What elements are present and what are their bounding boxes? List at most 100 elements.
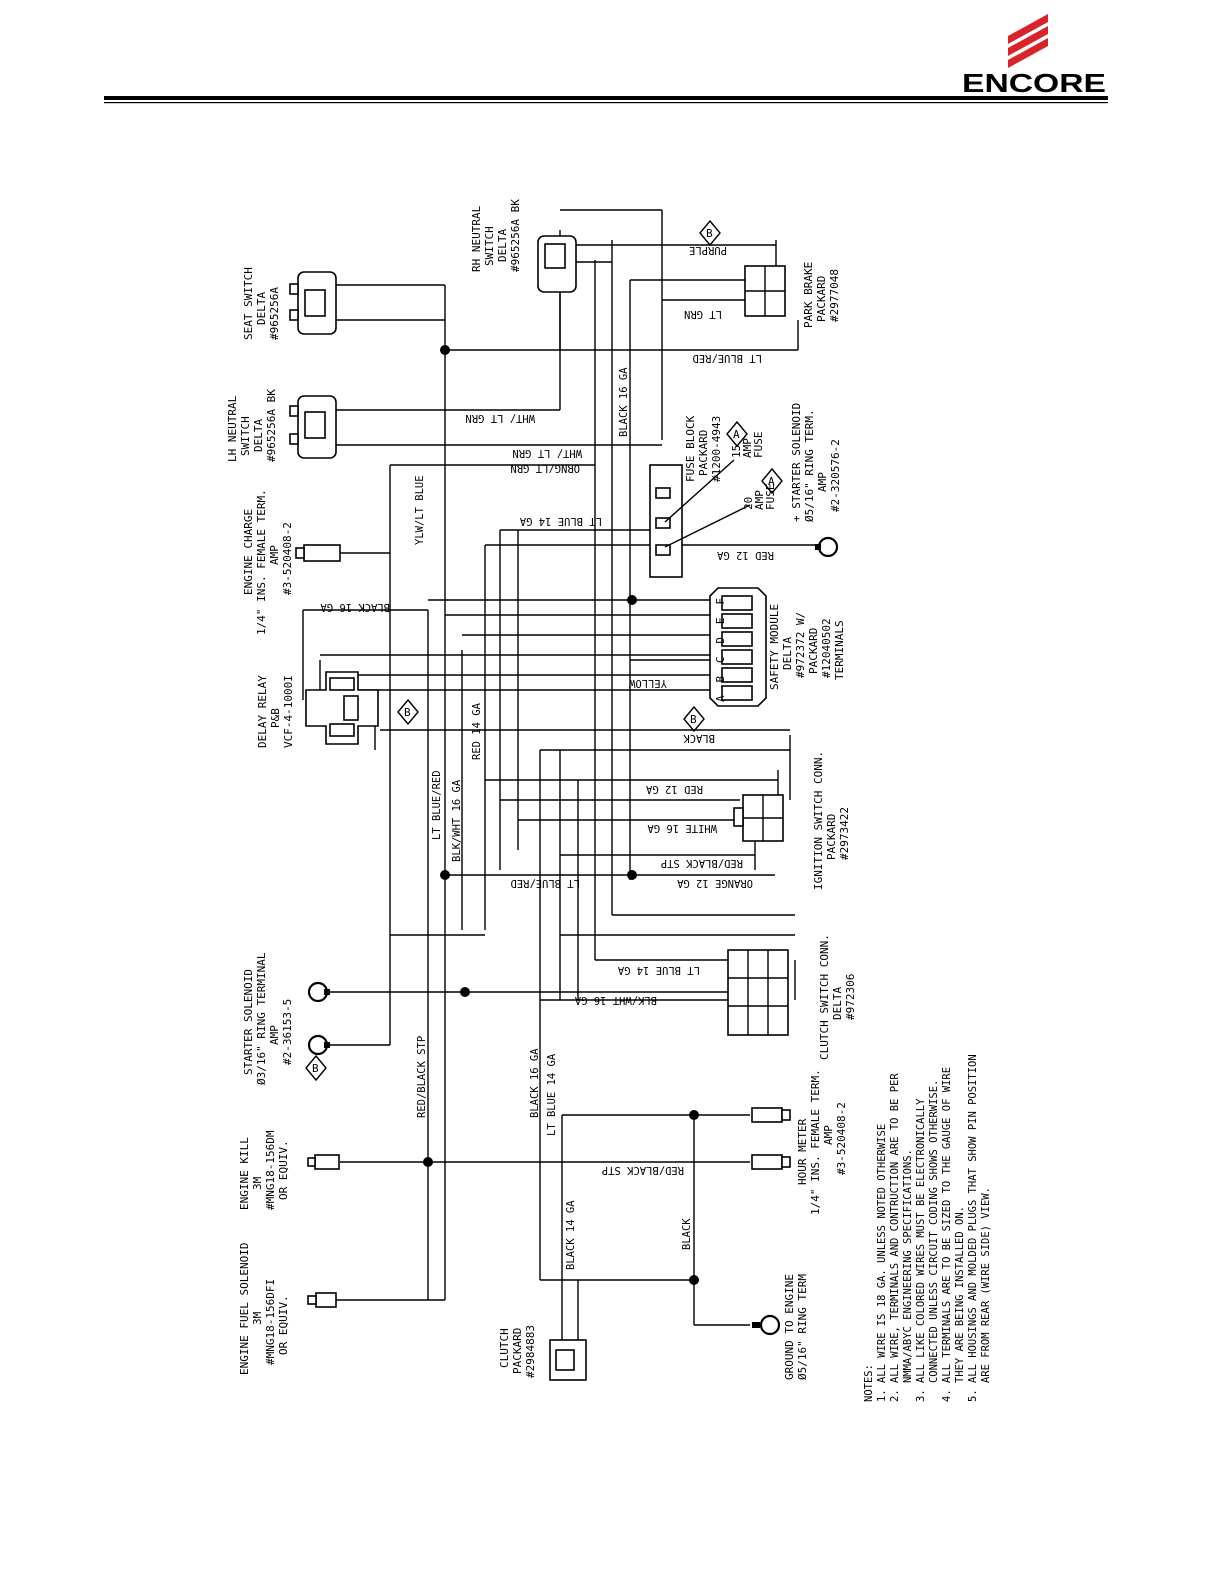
diagram-label: RED/BLACK STP [602, 1164, 684, 1176]
label-fuel-solenoid: ENGINE FUEL SOLENOID 3M #MNG18-156DFI OR… [238, 1243, 290, 1375]
marker-b-purple: B [699, 219, 721, 247]
marker-b-starter: B [305, 1054, 327, 1082]
seat-switch-connector [289, 271, 337, 335]
diagram-label: SEAT SWITCH [242, 267, 255, 340]
label-delay-relay: DELAY RELAY P&B VCF-4-1000I [256, 675, 295, 748]
diagram-label: #MNG18-156DFI [264, 1279, 277, 1365]
note-line: ARE FROM REAR (WIRE SIDE) VIEW. [980, 1187, 992, 1402]
diagram-label: DELTA [781, 637, 794, 670]
diagram-label: 3M [251, 1176, 264, 1190]
diagram-label: CLUTCH SWITCH CONN. [818, 934, 831, 1060]
diagram-label: HOUR METER [796, 1118, 809, 1185]
marker-a-15: A [726, 420, 748, 448]
diagram-label: RED/BLACK STP [416, 1036, 428, 1118]
diagram-label: SWITCH [239, 416, 252, 456]
diagram-label: LT BLUE/RED [431, 770, 443, 840]
marker-b-black: B [683, 705, 705, 733]
diagram-label: DELTA [252, 419, 265, 452]
engine-kill-terminal [307, 1154, 340, 1170]
logo-stripe-2 [1008, 26, 1048, 56]
diagram-label: #3-520408-2 [835, 1102, 848, 1175]
diagram-label: ENGINE KILL [238, 1137, 251, 1210]
diagram-label: ORANGE 12 GA [676, 877, 753, 889]
diagram-label: BLACK [681, 1218, 693, 1250]
label-park-brake: PARK BRAKE PACKARD #2977048 [802, 262, 841, 328]
encore-logo: ENCORE [962, 14, 1106, 98]
safety-module-connector [709, 587, 767, 707]
diagram-label: AMP [816, 472, 829, 492]
lh-neutral-switch-connector [289, 395, 337, 459]
diagram-label: #965256A [268, 287, 281, 340]
diagram-label: B [404, 706, 411, 719]
starter-solenoid-ring-terminals [307, 981, 330, 1056]
diagram-label: AMP [753, 490, 766, 510]
diagram-label: BLACK 16 GA [320, 601, 390, 613]
note-line: 2. ALL WIRE, TERMINALS AND CONTRUCTION A… [889, 1073, 901, 1402]
diagram-label: WHITE 16 GA [647, 822, 717, 834]
diagram-label: RED 14 GA [471, 702, 483, 760]
label-fuse-block: FUSE BLOCK PACKARD #1200-4943 [684, 415, 723, 482]
diagram-label: FUSE [764, 484, 777, 511]
diagram-label: + STARTER SOLENOID [790, 403, 803, 522]
diagram-label: 3M [251, 1311, 264, 1325]
diagram-label: #1200-4943 [710, 416, 723, 482]
diagram-label: CLUTCH [498, 1328, 511, 1368]
label-safety-pins: A B C D E F [714, 598, 727, 702]
diagram-label: AMP [268, 545, 281, 565]
diagram-label: #3-520408-2 [281, 522, 294, 595]
note-line: 4. ALL TERMINALS ARE TO BE SIZED TO THE … [941, 1067, 953, 1402]
diagram-label: BLK/WHT 16 GA [574, 994, 657, 1006]
label-clutch-switch: CLUTCH SWITCH CONN. DELTA #972306 [818, 934, 857, 1060]
diagram-label: LT BLUE 14 GA [519, 515, 602, 527]
clutch-connector [549, 1339, 587, 1381]
diagram-label: Ø5/16" RING TERM. [803, 409, 816, 522]
diagram-label: PARK BRAKE [802, 262, 815, 328]
diagram-label: #2-320576-2 [829, 439, 842, 512]
ignition-switch-connector [733, 794, 784, 842]
diagram-label: TERMINALS [833, 620, 846, 680]
diagram-label: #2-36153-5 [281, 999, 294, 1065]
diagram-label: 1/4" INS. FEMALE TERM. [255, 489, 268, 635]
diagram-label: YELLOW [628, 677, 667, 689]
diagram-label: DELTA [831, 987, 844, 1020]
diagram-label: YLW/LT BLUE [414, 475, 426, 545]
label-hour-meter: HOUR METER 1/4" INS. FEMALE TERM. AMP #3… [796, 1069, 848, 1215]
diagram-label: AMP [268, 1025, 281, 1045]
diagram-label: AMP [822, 1125, 835, 1145]
diagram-label: A [733, 428, 740, 441]
label-seat-switch: SEAT SWITCH DELTA #965256A [242, 267, 281, 340]
diagram-label: ENGINE CHARGE [242, 509, 255, 595]
label-safety-module: SAFETY MODULE DELTA #972372 W/ PACKARD #… [768, 604, 846, 690]
note-line: NMMA/ABYC ENGINEERING SPECIFICATIONS. [902, 1149, 914, 1402]
diagram-label: LT BLUE/RED [692, 352, 762, 364]
diagram-label: WHT/ LT GRN [512, 447, 582, 459]
diagram-label: STARTER SOLENOID [242, 969, 255, 1075]
diagram-label: PACKARD [807, 628, 820, 674]
wire-labels: PURPLE LT GRN LT BLUE/RED BLACK 16 GA WH… [320, 244, 774, 1270]
diagram-label: A [768, 475, 775, 488]
logo-stripe-3 [1008, 38, 1048, 68]
hour-meter-terminals [751, 1107, 791, 1170]
diagram-label: B [706, 227, 713, 240]
diagram-label: PACKARD [511, 1328, 524, 1374]
diagram-label: AMP [741, 438, 754, 458]
marker-a-20: A [761, 467, 783, 495]
diagram-label: OR EQUIV. [277, 1140, 290, 1200]
diagram-label: SWITCH [483, 226, 496, 266]
diagram-label: FUSE BLOCK [684, 415, 697, 482]
diagram-label: PURPLE [689, 244, 727, 256]
diagram-label: PACKARD [697, 430, 710, 476]
note-line: 5. ALL HOUSINGS AND MOLDED PLUGS THAT SH… [967, 1054, 979, 1402]
diagram-label: #965256A BK [265, 389, 278, 462]
diagram-label: PACKARD [825, 814, 838, 860]
diagram-label: SAFETY MODULE [768, 604, 781, 690]
diagram-label: #12040502 [820, 618, 833, 678]
note-line: 3. ALL LIKE COLORED WIRES MUST BE ELECTR… [915, 1098, 927, 1402]
header-rule-thin [104, 102, 1108, 104]
diagram-label: #2984883 [524, 1325, 537, 1378]
label-engine-kill: ENGINE KILL 3M #MNG18-156DM OR EQUIV. [238, 1130, 290, 1210]
note-line: CONNECTED UNLESS CIRCUIT CODING SHOWS OT… [928, 1080, 940, 1402]
fuel-solenoid-terminal [307, 1292, 337, 1308]
diagram-label: RED/BLACK STP [661, 857, 743, 869]
